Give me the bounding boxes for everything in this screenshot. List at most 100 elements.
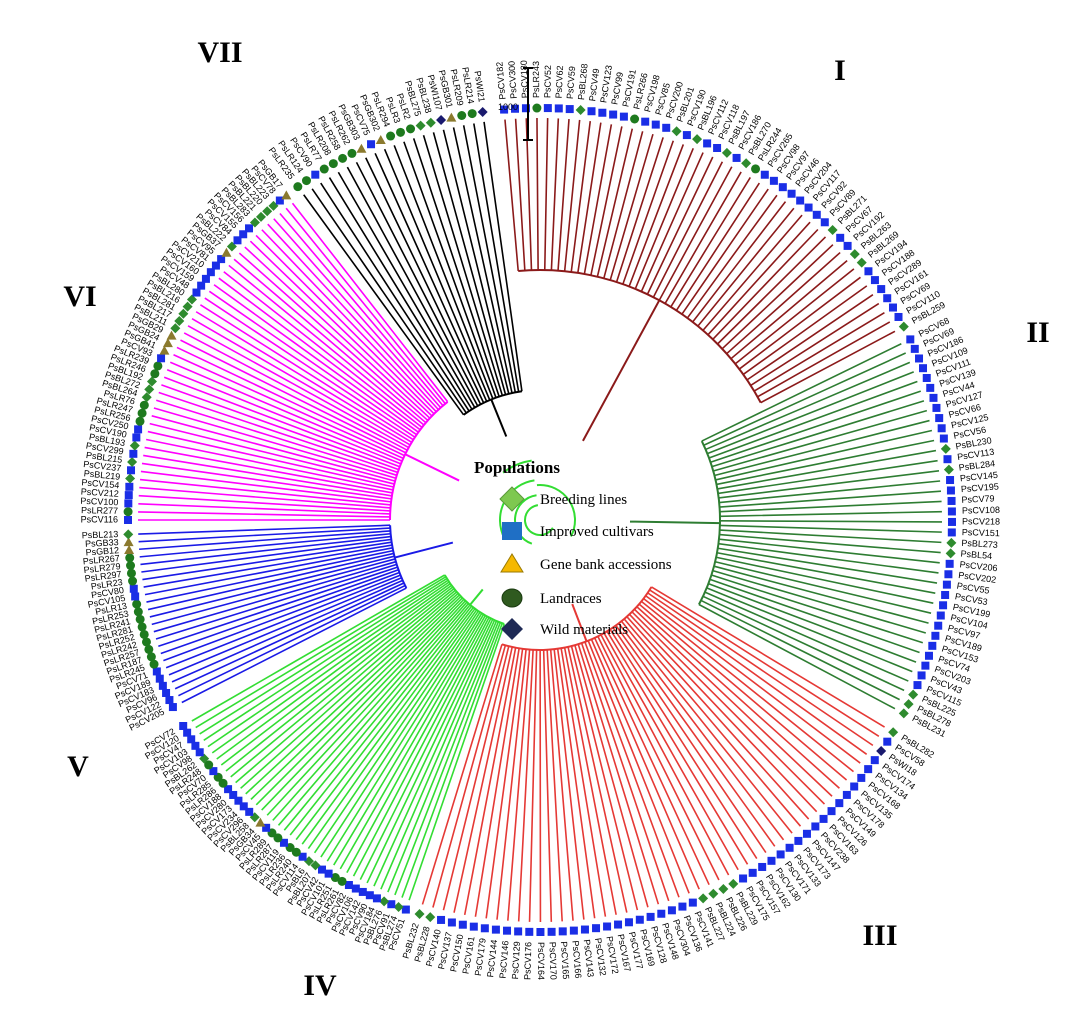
- leaf: PsLR267: [82, 553, 135, 566]
- branch: [719, 480, 941, 504]
- circle-icon: [135, 416, 145, 426]
- branch: [147, 552, 394, 611]
- tree-branches: [138, 118, 942, 923]
- branch-arc: [698, 440, 721, 605]
- branch: [346, 616, 488, 873]
- branch: [563, 647, 617, 915]
- square-icon: [547, 927, 556, 936]
- leaf-label: PsCV62: [554, 65, 565, 98]
- branch: [301, 608, 476, 845]
- triangle-icon: [166, 330, 177, 340]
- branch: [142, 541, 392, 581]
- leaf-label: PsBL213: [82, 529, 119, 540]
- leaf: PsCV108: [947, 505, 1000, 516]
- branch: [577, 644, 660, 905]
- branch: [333, 614, 485, 866]
- diamond-icon: [708, 888, 719, 899]
- branch-arc: [389, 401, 449, 521]
- branch: [615, 137, 664, 283]
- branch: [228, 264, 425, 426]
- branch: [141, 538, 392, 573]
- square-icon: [931, 631, 940, 640]
- branch: [328, 177, 473, 410]
- square-icon: [870, 276, 879, 285]
- branch: [738, 276, 861, 370]
- square-icon: [536, 927, 545, 936]
- branch: [719, 533, 941, 554]
- square-icon: [565, 105, 574, 114]
- branch: [496, 649, 527, 920]
- leaf-label: PsLR279: [83, 561, 121, 575]
- leaf-label: PsCV176: [522, 942, 533, 980]
- branch: [432, 645, 507, 908]
- diamond-icon: [310, 860, 321, 871]
- triangle-icon: [356, 143, 367, 153]
- leaf: PsCV144: [485, 925, 500, 978]
- square-icon: [682, 131, 691, 140]
- square-icon: [910, 344, 919, 353]
- square-icon: [234, 796, 243, 805]
- branch: [712, 228, 819, 340]
- square-icon: [317, 865, 326, 874]
- square-icon: [197, 281, 206, 290]
- branch: [711, 400, 925, 468]
- square-icon: [191, 741, 200, 750]
- square-icon: [298, 852, 307, 861]
- square-icon: [224, 785, 233, 794]
- square-icon: [155, 674, 164, 683]
- circle-icon: [338, 153, 348, 163]
- diamond-icon: [856, 257, 867, 268]
- branch: [590, 126, 623, 276]
- leaf: PsGB12: [85, 544, 135, 558]
- circle-icon: [132, 599, 142, 609]
- square-icon: [239, 230, 248, 239]
- diamond-icon: [146, 376, 157, 387]
- leaf: PsCV154: [81, 477, 134, 491]
- backbone-arc: [536, 484, 576, 537]
- square-icon: [387, 900, 396, 909]
- circle-icon: [123, 507, 133, 517]
- branch: [705, 361, 911, 451]
- branch: [176, 346, 405, 457]
- branch: [714, 419, 930, 477]
- branch: [143, 454, 393, 497]
- square-icon: [796, 196, 805, 205]
- branch: [628, 613, 818, 813]
- leaf: PsCV237: [83, 459, 136, 475]
- leaf-label: PsCV170: [547, 942, 558, 980]
- branch: [144, 446, 393, 494]
- branch: [160, 569, 399, 655]
- square-icon: [245, 807, 254, 816]
- leaf: PsCV202: [944, 570, 997, 585]
- branch-arc: [443, 574, 505, 625]
- branch: [204, 297, 416, 438]
- diamond-icon: [943, 464, 954, 475]
- square-icon: [324, 869, 333, 878]
- circle-icon: [319, 164, 329, 174]
- square-icon: [827, 807, 836, 816]
- square-icon: [217, 255, 226, 264]
- branch: [393, 145, 494, 400]
- square-icon: [819, 814, 828, 823]
- branch: [698, 603, 896, 710]
- leaf: PsCV62: [554, 65, 565, 113]
- branch: [675, 182, 761, 311]
- square-icon: [132, 433, 141, 442]
- clade-label: VII: [197, 36, 242, 69]
- circle-icon: [153, 361, 163, 371]
- branch: [593, 637, 710, 886]
- square-icon: [883, 294, 892, 303]
- branch: [718, 538, 940, 564]
- branch: [473, 123, 520, 392]
- diamond-icon: [415, 120, 426, 131]
- square-icon: [657, 909, 666, 918]
- branch: [734, 268, 855, 365]
- triangle-icon: [159, 345, 170, 355]
- diamond-icon: [946, 537, 957, 548]
- leaf: PsCV52: [542, 65, 553, 113]
- square-icon: [127, 466, 136, 475]
- square-icon: [936, 611, 945, 620]
- square-icon: [906, 335, 915, 344]
